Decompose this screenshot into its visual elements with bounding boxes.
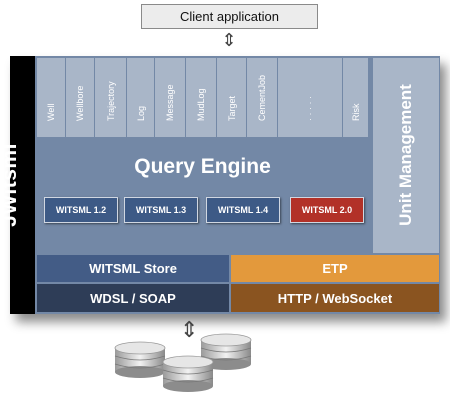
- client-application-label: Client application: [179, 9, 279, 24]
- column-ellipsis: · · · · ·: [278, 58, 343, 137]
- witsml-store-layer: WITSML Store: [37, 255, 229, 282]
- query-engine-title: Query Engine: [134, 155, 271, 178]
- database-icon: [162, 355, 214, 392]
- column-label: MudLog: [196, 88, 206, 121]
- column-label: · · · · ·: [305, 96, 315, 121]
- database-icon: [114, 341, 166, 378]
- column-well: Well: [37, 58, 66, 137]
- http-websocket-layer: HTTP / WebSocket: [231, 284, 439, 312]
- wsdl-soap-layer: WDSL / SOAP: [37, 284, 229, 312]
- column-wellbore: Wellbore: [66, 58, 95, 137]
- witsml-version-2-0: WITSML 2.0: [290, 197, 364, 223]
- etp-layer: ETP: [231, 255, 439, 282]
- witsml-version-1-4: WITSML 1.4: [206, 197, 280, 223]
- column-cementjob: CementJob: [247, 58, 278, 137]
- column-label: Wellbore: [75, 85, 85, 121]
- column-label: Target: [226, 95, 237, 121]
- column-label: Trajectory: [105, 81, 116, 121]
- column-label: CementJob: [257, 74, 267, 121]
- brand-label: JWitsml: [0, 143, 21, 227]
- updown-arrow-icon: ⇕: [180, 317, 199, 342]
- column-risk: Risk: [343, 58, 368, 137]
- column-label: Log: [135, 105, 146, 121]
- column-target: Target: [217, 58, 247, 137]
- witsml-version-1-2: WITSML 1.2: [44, 197, 118, 223]
- brand-sidebar: [10, 56, 35, 314]
- column-log: Log: [127, 58, 155, 137]
- unit-management-panel: [373, 58, 439, 253]
- column-label: Risk: [350, 103, 361, 122]
- column-trajectory: Trajectory: [95, 58, 127, 137]
- column-message: Message: [155, 58, 186, 137]
- query-engine-area: [37, 138, 368, 253]
- column-label: Message: [165, 84, 175, 121]
- updown-arrow-icon: ⇕: [221, 30, 237, 50]
- column-mudlog: MudLog: [186, 58, 217, 137]
- witsml-version-1-3: WITSML 1.3: [124, 197, 198, 223]
- column-label: Well: [46, 103, 56, 121]
- client-application-box: Client application: [141, 4, 318, 29]
- unit-management-label: Unit Management: [396, 84, 415, 226]
